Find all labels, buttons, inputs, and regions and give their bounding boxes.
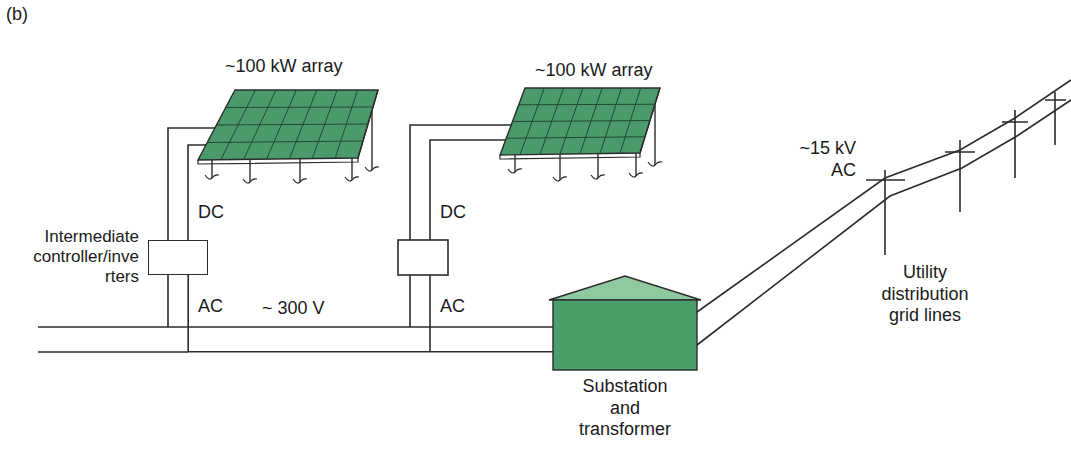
array-label: ~100 kW array — [225, 56, 343, 78]
bus-line — [38, 351, 188, 353]
panel — [198, 90, 378, 160]
node-heading: Intermediate controller/inverters — [31, 227, 139, 288]
ac-wire — [167, 275, 169, 327]
grid-label: Utility distribution grid lines — [865, 262, 985, 327]
substation: Substation and transformer — [553, 300, 697, 370]
panel-frame — [198, 90, 378, 164]
array-leg — [351, 158, 352, 180]
grass-tuft — [553, 177, 567, 181]
grid-line — [697, 80, 1071, 312]
array-leg — [299, 158, 300, 182]
bus-line — [38, 326, 553, 328]
signal-label: AC — [198, 296, 223, 318]
array-leg — [371, 110, 372, 170]
grass-tuft — [648, 162, 662, 166]
grass-tuft — [345, 177, 359, 181]
solar-array — [500, 88, 662, 181]
grass-tuft — [243, 179, 257, 183]
grass-tuft — [365, 167, 379, 171]
node-caption: Substation and transformer — [569, 376, 681, 441]
solar-array — [198, 90, 379, 183]
panel — [500, 88, 660, 155]
array-label: ~100 kW array — [535, 60, 653, 82]
grass-tuft — [508, 169, 522, 173]
cell-line — [519, 104, 655, 106]
signal-label: AC — [440, 296, 465, 318]
signal-label: DC — [198, 202, 224, 224]
utility-pole — [945, 140, 975, 212]
voltage-label: ~15 kV AC — [790, 138, 856, 181]
ac-wire — [429, 275, 431, 352]
grass-tuft — [591, 175, 605, 179]
array-leg — [249, 158, 250, 182]
array-leg — [635, 152, 636, 176]
voltage-label: ~ 300 V — [262, 298, 325, 320]
utility-pole — [1045, 92, 1066, 145]
grass-tuft — [205, 175, 219, 179]
cell-line — [226, 107, 373, 109]
grass-tuft — [629, 173, 643, 177]
ac-bus-wire — [188, 275, 553, 352]
cell-line — [217, 124, 369, 125]
cell-line — [207, 141, 363, 143]
signal-label: DC — [440, 202, 466, 224]
grid-line — [697, 100, 1071, 345]
ac-wire — [409, 275, 411, 327]
substation-building — [553, 300, 697, 370]
dc-wire — [430, 140, 506, 240]
array-leg — [597, 153, 598, 178]
grass-tuft — [293, 179, 307, 183]
array-leg — [654, 105, 655, 165]
substation-roof — [549, 276, 701, 300]
utility-pole — [1002, 110, 1028, 178]
dc-wire — [410, 125, 511, 240]
panel-frame — [500, 88, 660, 159]
utility-pole — [866, 170, 905, 255]
cell-line — [506, 137, 645, 139]
inverter-box: Intermediate controller/inverters — [148, 240, 208, 275]
inverter-box — [398, 240, 448, 275]
panel-letter: (b) — [6, 4, 28, 26]
cell-line — [513, 121, 651, 122]
